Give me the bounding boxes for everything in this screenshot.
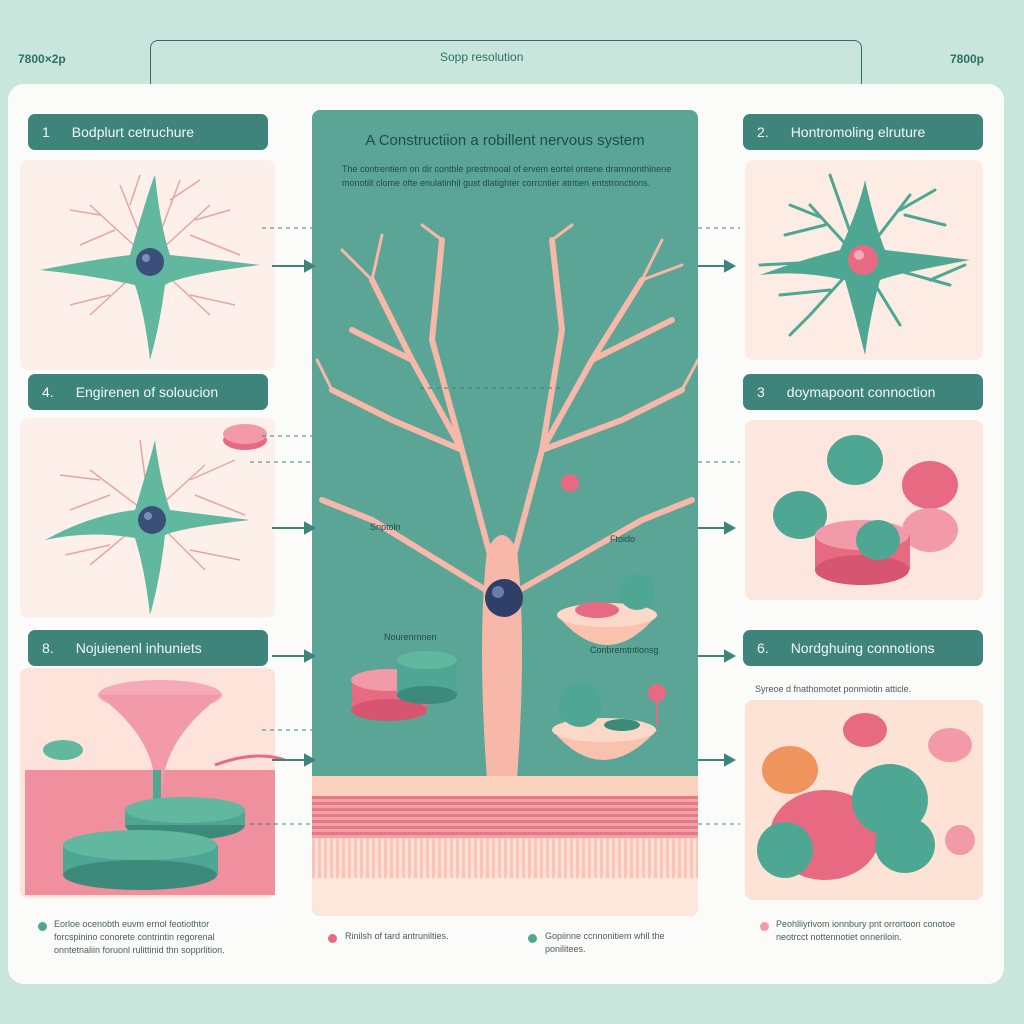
step-label: doymapoont connoction <box>786 384 936 400</box>
label-synapse: Snptoln <box>370 522 401 532</box>
step-number: 8. <box>42 640 54 656</box>
caption-bottom-right: Peohlliyrivom ionnbury pnt orrortoon con… <box>776 919 956 942</box>
caption-dot-bottom-center-1 <box>328 934 337 943</box>
step-label: Hontromoling elruture <box>790 124 926 140</box>
funnel-illustration-step8 <box>25 680 286 895</box>
step-number: 4. <box>42 384 54 400</box>
caption-dot-bottom-center-2 <box>528 934 537 943</box>
step-pill-6[interactable]: 6. Nordghuing connotions <box>743 630 983 666</box>
center-title: A Constructiion a robillent nervous syst… <box>365 132 645 149</box>
center-description: The contrentiem on dir contble prestmooa… <box>342 164 672 188</box>
step-number: 2. <box>757 124 769 140</box>
step-pill-1[interactable]: 1 Bodplurt cetruchure <box>28 114 268 150</box>
tissue-layer-base <box>312 878 698 916</box>
caption-bottom-left: Eorloe ocenobth euvm ernol feotiothtor f… <box>54 919 225 955</box>
caption-bottom-center-1: Rinilsh of tard antrunilties. <box>345 931 449 941</box>
step6-subtitle: Syreoe d fnathomotet ponmiotin atticle. <box>755 684 912 694</box>
center-panel: A Constructiion a robillent nervous syst… <box>312 110 698 916</box>
label-neurotransmitter: Nourenrnnen <box>384 632 437 642</box>
header-label: Sopp resolution <box>440 50 524 64</box>
step-pill-8[interactable]: 8. Nojuienenl inhuniets <box>28 630 268 666</box>
caption-dot-bottom-left <box>38 922 47 931</box>
tissue-layer-fibers <box>312 838 698 878</box>
step-pill-3[interactable]: 3 doymapoont connoction <box>743 374 983 410</box>
header-bracket <box>150 40 862 96</box>
tissue-layer-muscle <box>312 796 698 838</box>
step-pill-2[interactable]: 2. Hontromoling elruture <box>743 114 983 150</box>
step-label: Nojuienenl inhuniets <box>75 640 202 656</box>
step-number: 1 <box>42 124 50 140</box>
neuron-illustration-step4 <box>45 424 267 615</box>
corner-label-left: 7800×2p <box>18 52 66 66</box>
caption-dot-bottom-right <box>760 922 769 931</box>
label-bowl-top: Ftoido <box>610 534 636 544</box>
disc-illustration-step3 <box>773 435 958 585</box>
step-label: Bodplurt cetruchure <box>71 124 194 140</box>
label-bowl-bottom: Conbremtntlonsg <box>590 645 659 655</box>
tissue-layer-top <box>312 776 698 796</box>
step-number: 6. <box>757 640 769 656</box>
step-number: 3 <box>757 384 765 400</box>
caption-bottom-center-2: Gopiinne ccnnonitiem whll the ponilitees… <box>545 931 665 954</box>
step-label: Nordghuing connotions <box>790 640 935 656</box>
neuron-illustration-step2 <box>758 173 970 355</box>
corner-label-right: 7800p <box>949 52 984 66</box>
disc-illustration-step6 <box>757 713 975 880</box>
step-label: Engirenen of soloucion <box>75 384 219 400</box>
step-pill-4[interactable]: 4. Engirenen of soloucion <box>28 374 268 410</box>
neuron-illustration-step1 <box>40 174 260 360</box>
